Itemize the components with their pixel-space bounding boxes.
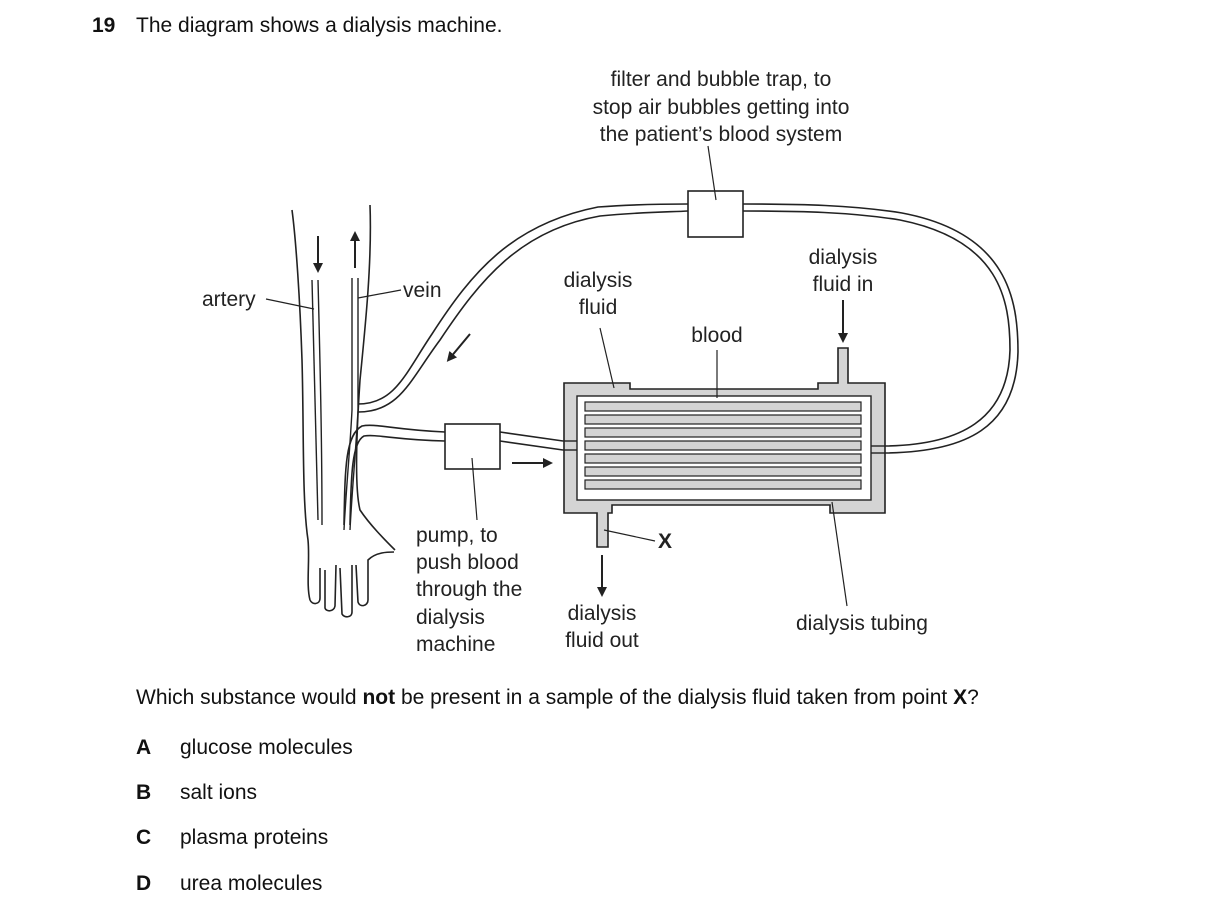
point-x-label: X bbox=[658, 530, 672, 553]
return-tube bbox=[357, 203, 1019, 454]
question-number: 19 bbox=[92, 14, 116, 37]
arm-flow-arrows bbox=[313, 231, 360, 273]
prompt-emphasis: not bbox=[362, 686, 396, 709]
prompt-part-1: Which substance would bbox=[136, 686, 363, 709]
option-text: plasma proteins bbox=[180, 826, 329, 849]
arm-outline bbox=[291, 204, 396, 618]
option-text: urea molecules bbox=[180, 872, 323, 895]
pump-label-line5: machine bbox=[416, 633, 495, 656]
vein-vessel bbox=[343, 277, 359, 531]
option-text: salt ions bbox=[180, 781, 258, 804]
prompt-point: X bbox=[953, 686, 968, 709]
artery-vessel bbox=[311, 279, 323, 526]
tubing-label: dialysis tubing bbox=[796, 612, 928, 635]
blood-label: blood bbox=[691, 324, 742, 347]
tube-to-pump bbox=[343, 424, 564, 526]
fluid-out-label-line2: fluid out bbox=[565, 629, 639, 652]
fluid-in-label-line2: fluid in bbox=[813, 273, 874, 296]
artery-label: artery bbox=[202, 288, 256, 311]
pump-label-line3: through the bbox=[416, 578, 522, 601]
pump-label-line1: pump, to bbox=[416, 524, 498, 547]
fluid-in-label-line1: dialysis bbox=[809, 246, 878, 269]
prompt-part-2: be present in a sample of the dialysis f… bbox=[395, 686, 954, 709]
return-flow-arrow bbox=[446, 333, 471, 362]
fluid-out-label-line1: dialysis bbox=[568, 602, 637, 625]
pump-label-line2: push blood bbox=[416, 551, 519, 574]
filter-label-line2: stop air bubbles getting into bbox=[593, 96, 850, 119]
question-prompt: Which substance would not be present in … bbox=[136, 686, 979, 710]
filter-label-line1: filter and bubble trap, to bbox=[611, 68, 832, 91]
dialysis-tubing-channels bbox=[584, 401, 862, 490]
option-letter: A bbox=[136, 736, 152, 759]
option-letter: B bbox=[136, 781, 152, 804]
option-letter: C bbox=[136, 826, 152, 849]
leader-lines bbox=[265, 289, 848, 607]
prompt-end: ? bbox=[967, 686, 979, 709]
question-intro: The diagram shows a dialysis machine. bbox=[136, 14, 503, 37]
dialysis-fluid-label-line1: dialysis bbox=[564, 269, 633, 292]
dialysis-fluid-label-line2: fluid bbox=[579, 296, 618, 319]
vein-label: vein bbox=[403, 279, 442, 302]
option-letter: D bbox=[136, 872, 152, 895]
dialyser bbox=[563, 347, 886, 548]
filter-label-line3: the patient’s blood system bbox=[600, 123, 842, 146]
pump-label-line4: dialysis bbox=[416, 606, 485, 629]
option-text: glucose molecules bbox=[180, 736, 353, 759]
